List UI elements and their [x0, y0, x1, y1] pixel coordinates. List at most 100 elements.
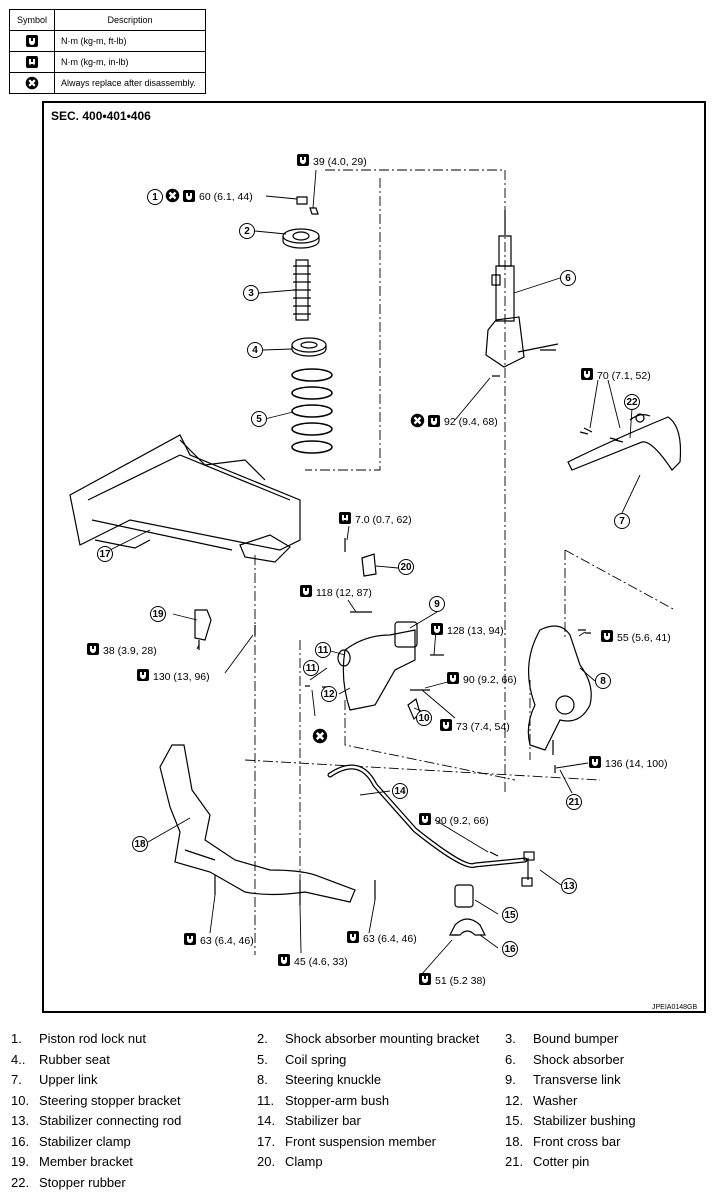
torque-wrench-icon: [580, 367, 594, 384]
torque-wrench-icon: [446, 671, 460, 688]
always-replace-icon: [25, 76, 39, 90]
stabilizer-connecting-rod-shape: [521, 851, 535, 887]
torque-value: 63 (6.4, 46): [363, 932, 417, 945]
torque-wrench-icon: [427, 414, 441, 431]
legend-text-3: Always replace after disassembly.: [54, 72, 206, 94]
callout-5: 5: [251, 411, 267, 427]
torque-value: 130 (13, 96): [153, 670, 210, 683]
torque-label-7: 7.0 (0.7, 62): [338, 511, 412, 528]
callout-19: 19: [150, 606, 166, 622]
torque-wrench-icon: [430, 622, 444, 639]
part-item-10: 10.Steering stopper bracket: [11, 1093, 181, 1108]
diagram-frame: [42, 101, 706, 1013]
steering-knuckle-shape: [527, 625, 592, 755]
legend-symbol-3: [9, 72, 55, 94]
part-item-17: 17.Front suspension member: [257, 1134, 437, 1149]
callout-20: 20: [398, 559, 414, 575]
part-item-2: 2.Shock absorber mounting bracket: [257, 1031, 480, 1046]
always-replace-icon: [410, 413, 425, 431]
part-item-8: 8.Steering knuckle: [257, 1072, 382, 1087]
torque-label-51: 51 (5.2 38): [418, 972, 486, 989]
part-item-21: 21.Cotter pin: [505, 1154, 590, 1169]
torque-value: 136 (14, 100): [605, 757, 668, 770]
torque-wrench-icon: [136, 668, 150, 685]
callout-15: 15: [502, 907, 518, 923]
part-item-19: 19.Member bracket: [11, 1154, 133, 1169]
always-replace-icon: [165, 188, 180, 206]
torque-label-39: 39 (4.0, 29): [296, 153, 367, 170]
torque-label-136: 136 (14, 100): [588, 755, 667, 772]
part-item-20: 20.Clamp: [257, 1154, 323, 1169]
callout-6: 6: [560, 270, 576, 286]
torque-value: 118 (12, 87): [316, 586, 372, 599]
torque-label-73: 73 (7.4, 54): [439, 718, 510, 735]
torque-label-90-rod: 90 (9.2, 66): [418, 812, 489, 829]
torque-label-128: 128 (13, 94): [430, 622, 504, 639]
torque-wrench-icon: [182, 189, 196, 206]
shock-mounting-bracket-shape: [282, 228, 320, 249]
part-item-12: 12.Washer: [505, 1093, 578, 1108]
torque-value: 92 (9.4, 68): [444, 416, 498, 428]
callout-21: 21: [566, 794, 582, 810]
torque-value: 7.0 (0.7, 62): [355, 513, 412, 526]
part-item-11: 11.Stopper-arm bush: [257, 1093, 390, 1108]
part-item-1: 1.Piston rod lock nut: [11, 1031, 146, 1046]
rubber-seat-shape: [291, 337, 327, 357]
torque-value: 60 (6.1, 44): [199, 191, 253, 203]
callout-16: 16: [502, 941, 518, 957]
torque-wrench-small-icon: [26, 56, 38, 68]
callout-13: 13: [561, 878, 577, 894]
part-item-6: 6.Shock absorber: [505, 1052, 625, 1067]
bound-bumper-shape: [293, 259, 311, 321]
torque-value: 51 (5.2 38): [435, 974, 486, 987]
member-bracket-shape: [194, 609, 212, 650]
callout-11-lower: 11: [303, 660, 319, 676]
part-item-22: 22.Stopper rubber: [11, 1175, 126, 1190]
torque-label-38: 38 (3.9, 28): [86, 642, 157, 659]
callout-8: 8: [595, 673, 611, 689]
torque-label-55: 55 (5.6, 41): [600, 629, 671, 646]
callout-11-upper: 11: [315, 642, 331, 658]
callout-9: 9: [429, 596, 445, 612]
part-item-7: 7.Upper link: [11, 1072, 98, 1087]
upper-link-shape: [567, 413, 682, 471]
stabilizer-clamp-shape: [449, 918, 486, 936]
torque-wrench-icon: [418, 972, 432, 989]
torque-wrench-icon: [299, 584, 313, 601]
front-cross-bar-shape: [159, 744, 376, 905]
callout-2: 2: [239, 223, 255, 239]
torque-value: 90 (9.2, 66): [435, 814, 489, 827]
callout-12: 12: [321, 686, 337, 702]
section-title: SEC. 400•401•406: [51, 109, 151, 123]
transverse-link-shape: [337, 621, 418, 711]
part-item-13: 13.Stabilizer connecting rod: [11, 1113, 182, 1128]
part-item-15: 15.Stabilizer bushing: [505, 1113, 636, 1128]
stabilizer-bushing-shape: [454, 884, 474, 908]
part-item-18: 18.Front cross bar: [505, 1134, 621, 1149]
torque-value: 45 (4.6, 33): [294, 955, 348, 968]
callout-17: 17: [97, 546, 113, 562]
torque-value: 55 (5.6, 41): [617, 631, 671, 644]
stabilizer-bar-inner: [328, 765, 527, 867]
torque-wrench-icon: [86, 642, 100, 659]
torque-value: 73 (7.4, 54): [456, 720, 510, 733]
always-replace-icon: [312, 728, 328, 749]
torque-wrench-icon: [588, 755, 602, 772]
torque-label-130: 130 (13, 96): [136, 668, 210, 685]
torque-wrench-icon: [296, 153, 310, 170]
torque-wrench-icon: [346, 930, 360, 947]
torque-wrench-small-icon: [338, 511, 352, 528]
part-item-5: 5.Coil spring: [257, 1052, 347, 1067]
callout-1: 1: [147, 189, 163, 205]
part-item-14: 14.Stabilizer bar: [257, 1113, 361, 1128]
torque-wrench-icon: [418, 812, 432, 829]
leader-lines: [109, 169, 641, 976]
torque-label-118: 118 (12, 87): [299, 584, 372, 601]
callout-18: 18: [132, 836, 148, 852]
alignment-lines: [244, 169, 676, 955]
callout-7: 7: [614, 513, 630, 529]
part-item-4: 4..Rubber seat: [11, 1052, 110, 1067]
torque-value: 39 (4.0, 29): [313, 155, 367, 168]
figure-code: JPEIA0148GB: [652, 1004, 698, 1011]
